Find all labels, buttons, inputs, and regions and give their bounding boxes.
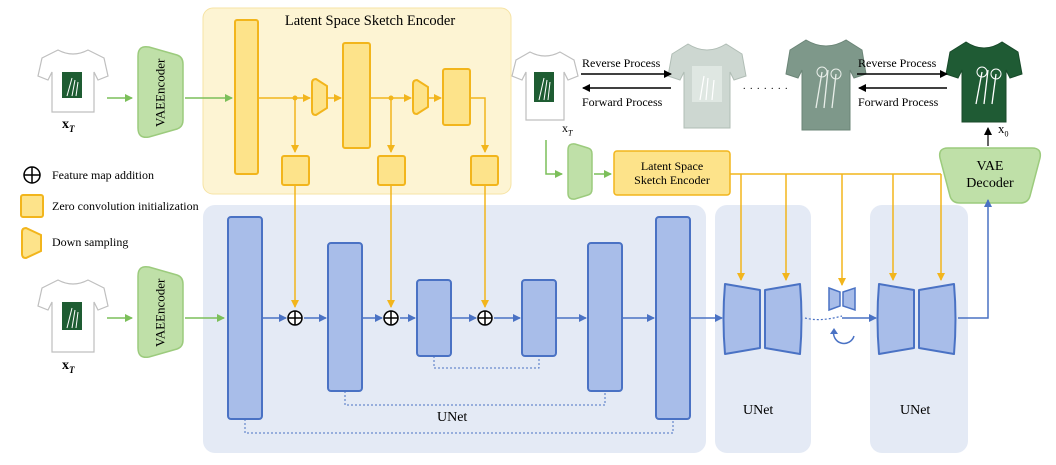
zero-conv-3 — [470, 155, 499, 186]
reverse-process-label-2: Reverse Process — [858, 56, 937, 70]
vae-decoder-line1: VAE — [976, 159, 1004, 175]
vae-encoder-bottom-line1: VAE — [152, 322, 168, 348]
unet-shape-3 — [876, 283, 957, 355]
sketch-encoder-title: Latent Space Sketch Encoder — [284, 13, 456, 29]
x-t-top-sub: T — [69, 123, 75, 134]
legend-zero-conv-icon — [20, 194, 44, 218]
tshirt-sketch-middle — [511, 51, 579, 121]
sketch-block-3 — [442, 68, 471, 126]
x-t-bottom-sub: T — [69, 364, 75, 375]
vae-encoder-bottom-shape — [137, 265, 184, 359]
tshirt-partial — [785, 39, 867, 131]
sketch-block-1 — [234, 19, 259, 175]
small-sketch-encoder-label: Latent Space Sketch Encoder — [614, 151, 730, 195]
vae-encoder-top-line2: Encoder — [152, 58, 168, 103]
unet-block-4 — [521, 279, 557, 357]
tshirt-noisy — [667, 43, 747, 129]
vae-encoder-top-label: VAE Encoder — [138, 47, 183, 139]
reverse-process-label-1: Reverse Process — [582, 56, 661, 70]
tshirt-sketch-top — [37, 49, 109, 113]
small-encoder-line2: Sketch Encoder — [634, 173, 710, 187]
unet-3-label: UNet — [900, 403, 931, 418]
x-t-middle-main: x — [562, 121, 568, 135]
unet-block-3 — [416, 279, 452, 357]
unet-panel-2 — [715, 205, 811, 453]
x-0-sub: 0 — [1004, 129, 1009, 139]
vae-decoder-label: VAE Decoder — [940, 152, 1040, 200]
sketch-block-2 — [342, 42, 371, 149]
unet-block-6 — [655, 216, 691, 420]
legend-add-icon — [23, 166, 41, 184]
x-0-label: x0 — [998, 122, 1009, 139]
unet-shape-2 — [722, 283, 803, 355]
feature-add-1 — [287, 310, 303, 326]
small-sketch-encoder-box — [613, 150, 731, 196]
x-t-middle-sub: T — [568, 128, 573, 138]
x-0-main: x — [998, 121, 1005, 136]
unet-mini-shape — [828, 286, 856, 312]
vae-decoder-line2: Decoder — [966, 176, 1014, 191]
unet-block-1 — [227, 216, 263, 420]
x-t-label-middle: xT — [562, 122, 572, 137]
forward-process-label-2: Forward Process — [858, 95, 939, 109]
legend-down-sampling: Down sampling — [52, 235, 129, 249]
x-t-label-top: xT — [62, 118, 75, 134]
legend-downsample-icon — [21, 226, 42, 260]
vae-encoder-bottom-line2: Encoder — [152, 278, 168, 323]
unet-main-label: UNet — [437, 410, 468, 425]
unet-block-5 — [587, 242, 623, 392]
unet-block-2 — [327, 242, 363, 392]
vae-decoder-shape — [938, 147, 1042, 204]
vae-encoder-small-shape — [567, 143, 593, 200]
vae-encoder-top-line1: VAE — [152, 102, 168, 128]
small-encoder-line1: Latent Space — [640, 158, 704, 173]
vae-encoder-bottom-label: VAE Encoder — [138, 267, 183, 359]
process-ellipsis: . . . . . . . — [743, 81, 789, 92]
legend-zero-conv: Zero convolution initialization — [52, 199, 199, 213]
vae-encoder-top-shape — [137, 45, 184, 139]
downsample-2 — [412, 78, 429, 116]
loop-icon — [830, 328, 855, 345]
tshirt-sketch-bottom — [37, 279, 109, 353]
x-t-bottom-main: x — [62, 358, 69, 373]
unet-2-label: UNet — [743, 403, 774, 418]
downsample-1 — [311, 77, 328, 117]
zero-conv-1 — [281, 155, 310, 186]
zero-conv-2 — [377, 155, 406, 186]
feature-add-3 — [477, 310, 493, 326]
legend-feature-add: Feature map addition — [52, 168, 154, 182]
tshirt-final — [945, 41, 1023, 123]
x-t-top-main: x — [62, 117, 69, 132]
feature-add-2 — [383, 310, 399, 326]
x-t-label-bottom: xT — [62, 359, 75, 375]
forward-process-label-1: Forward Process — [582, 95, 663, 109]
